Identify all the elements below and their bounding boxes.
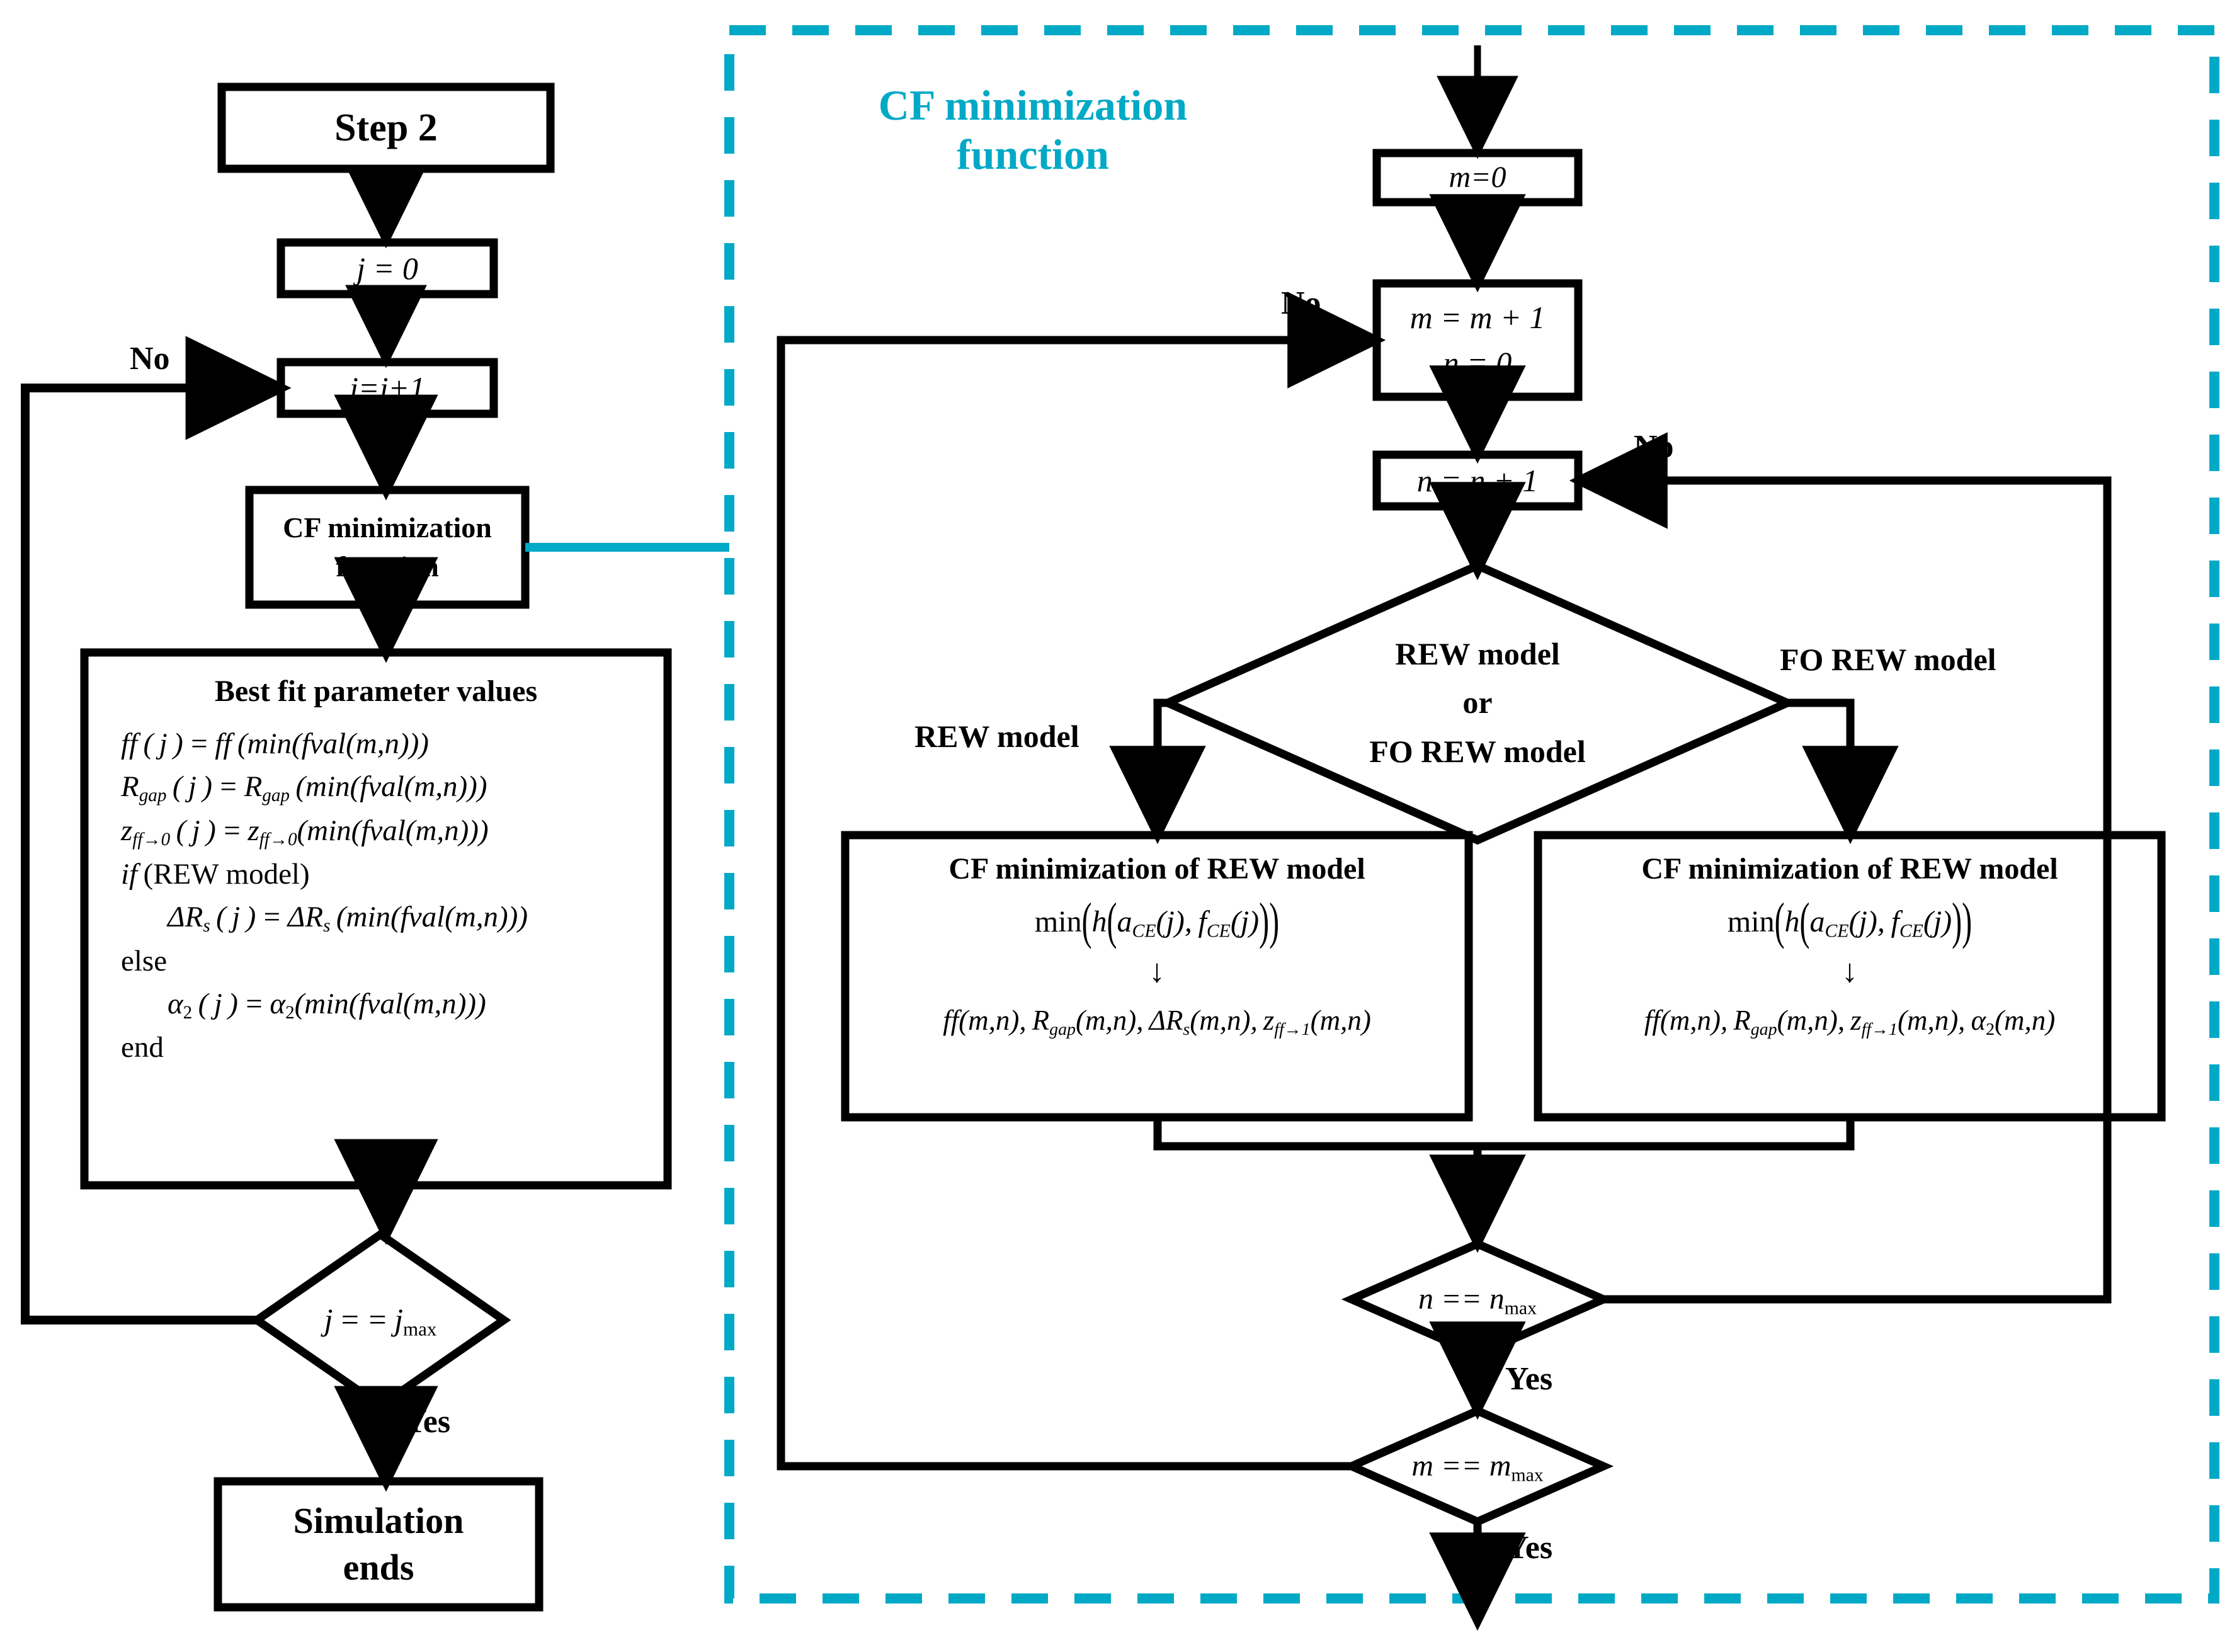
cf-panel-title-line1: CF minimization <box>878 81 1188 129</box>
conn-merge-cfboxes <box>1153 1117 1855 1151</box>
m-incr-box <box>1372 279 1583 401</box>
conn-feedback-j-loop <box>21 336 292 1324</box>
cf-rew-box <box>841 831 1473 1122</box>
conn-branch-forew <box>1787 698 1899 845</box>
branch-label-forew: FO REW model <box>1780 642 1996 677</box>
label-no-m-loop: No <box>1281 285 1321 321</box>
label-no-left: No <box>130 341 170 377</box>
label-yes-n: Yes <box>1505 1361 1553 1397</box>
m-decision-diamond <box>1341 1406 1614 1527</box>
j-incr-box <box>276 358 498 418</box>
cf-panel-title: CF minimization function <box>806 81 1260 179</box>
label-yes-m: Yes <box>1505 1530 1553 1566</box>
conn-feedback-m-loop <box>777 292 1386 1471</box>
conn-branch-rew <box>1109 698 1206 845</box>
cf-panel-title-line2: function <box>957 130 1109 179</box>
j-init-box <box>276 238 498 299</box>
m-init-box <box>1372 149 1583 207</box>
n-decision-diamond <box>1341 1239 1614 1360</box>
simulation-ends-box <box>214 1477 544 1612</box>
label-yes-left: Yes <box>403 1404 451 1440</box>
branch-label-rew: REW model <box>914 719 1079 754</box>
model-decision-diamond <box>1157 561 1798 845</box>
conn-feedback-n-loop <box>1569 432 2112 1304</box>
n-incr-box <box>1372 450 1583 511</box>
step2-box <box>217 83 555 173</box>
label-no-n-loop: No <box>1634 429 1674 465</box>
best-fit-box <box>80 648 672 1190</box>
j-decision-diamond <box>249 1229 511 1411</box>
cf-call-box <box>245 486 530 609</box>
cf-forew-box <box>1534 831 2166 1122</box>
